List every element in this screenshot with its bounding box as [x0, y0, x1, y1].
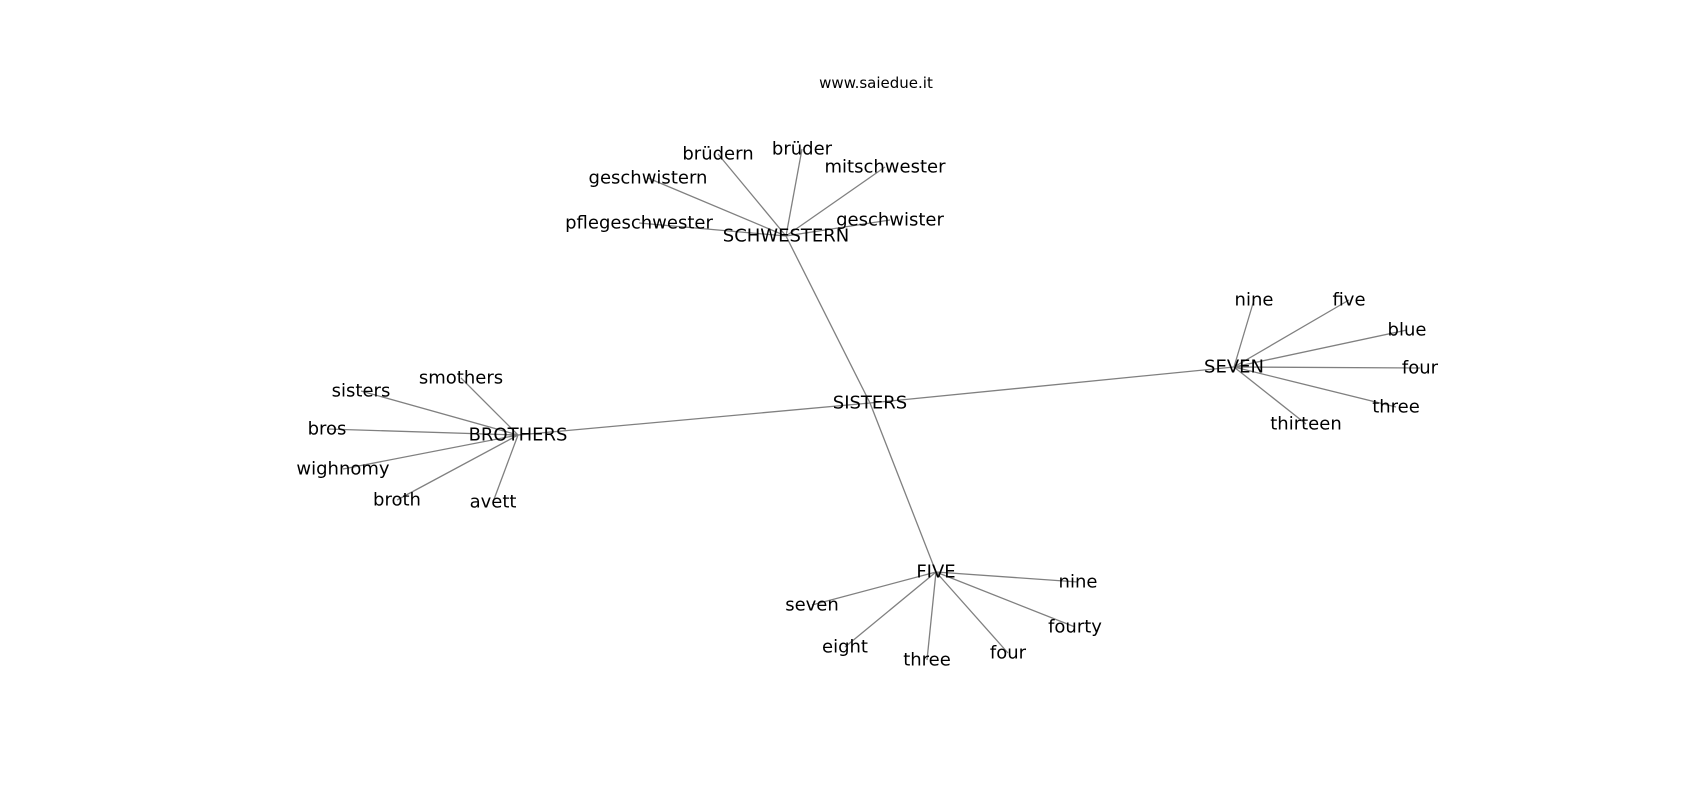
leaf-node-label: geschwistern [589, 168, 708, 189]
leaf-node-label: nine [1235, 290, 1274, 311]
leaf-node-label: wighnomy [296, 459, 390, 480]
leaf-node-label: nine [1059, 572, 1098, 593]
edge-brothers-to-wighnomy [342, 434, 519, 470]
edge-five-to-fourty [935, 571, 1076, 628]
edge-brothers-to-bros [326, 428, 519, 436]
leaf-node-label: mitschwester [825, 157, 947, 178]
labels-layer: SISTERS SCHWESTERN brüdern brüder geschwiste… [296, 139, 1438, 671]
leaf-node-label: eight [822, 637, 868, 658]
edge-five-to-four [935, 571, 1009, 654]
edge-five-to-eight [844, 571, 937, 648]
leaf-node-label: brüder [772, 139, 833, 160]
edge-root-to-brothers [517, 402, 871, 436]
hub-node-label: SCHWESTERN [723, 226, 849, 247]
edge-seven-to-four [1233, 366, 1421, 369]
leaf-node-label: pflegeschwester [565, 213, 713, 234]
leaf-node-label: sisters [332, 381, 391, 402]
hub-node-label: BROTHERS [469, 425, 568, 446]
edge-root-to-seven [869, 366, 1235, 404]
leaf-node-label: avett [470, 492, 517, 513]
edge-seven-to-three [1233, 366, 1397, 408]
credit-text: www.saiedue.it [819, 74, 933, 92]
leaf-node-label: brüdern [682, 144, 753, 165]
edge-five-to-three [926, 571, 937, 661]
hub-node-label: SEVEN [1204, 357, 1264, 378]
edge-brothers-to-smothers [460, 377, 519, 436]
leaf-node-label: fourty [1048, 617, 1102, 638]
leaf-node-label: smothers [419, 368, 503, 389]
edge-brothers-to-avett [492, 434, 519, 503]
edge-schwestern-to-pflegeschwester [638, 222, 787, 237]
leaf-node-label: three [1372, 397, 1420, 418]
edge-seven-to-blue [1233, 329, 1408, 368]
edge-schwestern-to-bruder [785, 148, 803, 237]
edge-seven-to-nine [1233, 299, 1255, 368]
leaf-node-label: geschwister [836, 210, 944, 231]
leaf-node-label: thirteen [1270, 414, 1341, 435]
leaf-node-label: three [903, 650, 951, 671]
edge-schwestern-to-mitschwester [785, 166, 886, 237]
leaf-node-label: seven [785, 595, 839, 616]
root-node-label: SISTERS [833, 393, 907, 414]
hub-node-label: FIVE [916, 562, 955, 583]
leaf-node-label: four [1402, 358, 1439, 379]
edge-seven-to-thirteen [1233, 366, 1307, 425]
leaf-node-label: four [990, 643, 1027, 664]
leaf-node-label: bros [308, 419, 347, 440]
edge-five-to-nine [935, 571, 1079, 583]
leaf-node-label: blue [1388, 320, 1427, 341]
edge-brothers-to-sisters [360, 390, 519, 436]
edges-layer [326, 148, 1421, 661]
leaf-node-label: broth [373, 490, 421, 511]
edge-brothers-to-broth [396, 434, 519, 501]
edge-seven-to-five [1233, 299, 1350, 368]
leaf-node-label: five [1332, 290, 1365, 311]
edge-five-to-seven [811, 571, 937, 606]
edge-schwestern-to-geschwistern [647, 177, 787, 237]
edge-root-to-five [869, 402, 937, 573]
edge-schwestern-to-geschwister [785, 219, 891, 237]
edge-schwestern-to-brudern [717, 153, 787, 237]
edge-root-to-schwestern [785, 235, 871, 404]
